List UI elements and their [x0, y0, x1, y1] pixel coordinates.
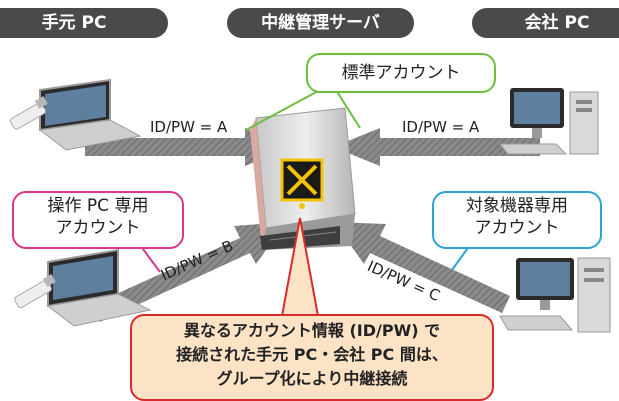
- target-account-line-1: 対象機器専用: [466, 196, 568, 216]
- laptop-top-left-icon: [10, 78, 142, 151]
- arrow-bottom-right: [334, 222, 510, 313]
- standard-account-bubble: 標準アカウント: [306, 53, 496, 93]
- desktop-top-right-icon: [498, 88, 599, 155]
- operation-account-line-2: アカウント: [55, 218, 141, 238]
- desktop-bottom-right-icon: [499, 257, 611, 333]
- header-relay-server: 中継管理サーバ: [227, 8, 414, 38]
- credential-label-top-left: ID/PW = A: [150, 118, 228, 136]
- arrow-top-left: [85, 128, 292, 166]
- info-line-2: 接続された手元 PC・会社 PC 間は、: [176, 345, 448, 364]
- connector-operation: [139, 244, 161, 273]
- operation-account-line-1: 操作 PC 専用: [47, 196, 149, 216]
- header-local-pc: 手元 PC: [0, 8, 168, 38]
- target-account-bubble: 対象機器専用 アカウント: [432, 191, 602, 249]
- header-company-pc: 会社 PC: [472, 8, 619, 38]
- operation-account-bubble: 操作 PC 専用 アカウント: [12, 191, 184, 249]
- connector-target: [451, 244, 471, 271]
- info-line-3: グループ化により中継接続: [216, 369, 408, 388]
- connector-standard-left: [245, 89, 321, 131]
- laptop-bottom-left-icon: [14, 248, 152, 327]
- connector-standard-right: [335, 89, 361, 129]
- arrow-bottom-left: [92, 222, 286, 322]
- info-bubble: 異なるアカウント情報 (ID/PW) で 接続された手元 PC・会社 PC 間は…: [130, 314, 494, 401]
- arrow-top-right: [333, 128, 540, 166]
- credential-label-top-right: ID/PW = A: [402, 118, 480, 136]
- target-account-line-2: アカウント: [474, 218, 560, 238]
- info-line-1: 異なるアカウント情報 (ID/PW) で: [183, 321, 441, 340]
